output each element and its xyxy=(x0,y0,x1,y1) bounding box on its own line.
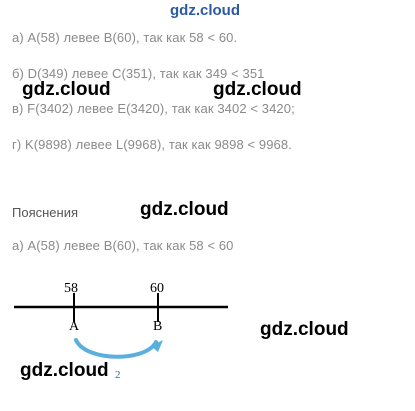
answer-c: в) F(3402) левее E(3420), так как 3402 <… xyxy=(12,101,295,116)
watermark-1: gdz.cloud xyxy=(22,79,111,100)
explanation-heading: Пояснения xyxy=(12,205,79,220)
number-line-figure xyxy=(14,293,228,359)
watermark-4: gdz.cloud xyxy=(260,319,349,340)
watermark-3: gdz.cloud xyxy=(140,199,229,220)
watermark-5: gdz.cloud xyxy=(20,360,109,381)
point-label-b: B xyxy=(153,319,163,334)
answer-b: б) D(349) левее C(351), так как 349 < 35… xyxy=(12,66,265,81)
jump-arc xyxy=(74,338,158,359)
answer-d: г) K(9898) левее L(9968), так как 9898 <… xyxy=(12,137,292,152)
jump-arrowhead-icon xyxy=(151,340,163,352)
value-a: 58 xyxy=(64,281,78,296)
step-label: 2 xyxy=(115,369,121,381)
explanation-line: а) A(58) левее B(60), так как 58 < 60 xyxy=(12,238,234,253)
watermark-top: gdz.cloud xyxy=(170,2,240,19)
watermark-2: gdz.cloud xyxy=(213,79,302,100)
answer-a: а) A(58) левее B(60), так как 58 < 60. xyxy=(12,30,238,45)
value-b: 60 xyxy=(150,281,164,296)
point-label-a: A xyxy=(69,319,80,334)
